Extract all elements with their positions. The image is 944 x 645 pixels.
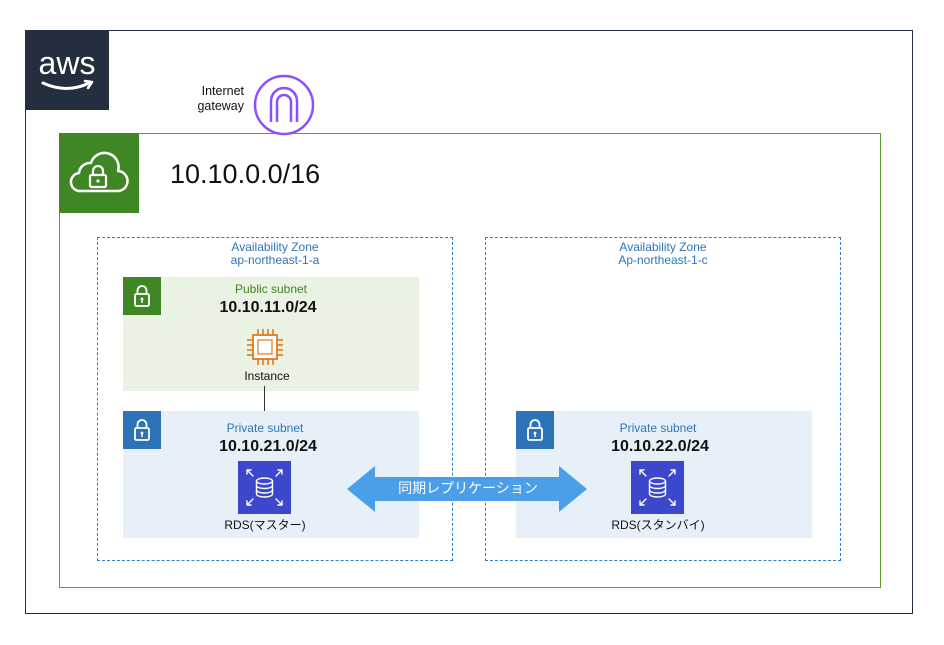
rds-master-label: RDS(マスター) <box>224 518 306 532</box>
private-subnet-a-cidr: 10.10.21.0/24 <box>219 438 317 455</box>
rds-standby-label: RDS(スタンバイ) <box>611 518 705 532</box>
vpc-cidr: 10.10.0.0/16 <box>170 159 321 189</box>
public-subnet <box>123 277 419 391</box>
aws-logo-icon: aws <box>25 30 109 110</box>
vpc-group <box>59 133 881 588</box>
private-subnet-c-lock-icon <box>516 411 554 449</box>
internet-gateway-label: Internet gateway <box>160 84 244 114</box>
availability-zone-c <box>485 237 841 561</box>
instance-rds-connector <box>264 386 265 424</box>
public-subnet-title: Public subnet <box>234 282 308 296</box>
availability-zone-a <box>97 237 453 561</box>
az-a-name: ap-northeast-1-a <box>230 253 320 267</box>
availability-zone-a-label: Availability Zone ap-northeast-1-a <box>97 241 453 267</box>
rds-master-icon[interactable] <box>238 461 291 514</box>
availability-zone-c-label: Availability Zone Ap-northeast-1-c <box>485 241 841 267</box>
instance-label: Instance <box>244 369 290 383</box>
aws-cloud-group <box>25 30 913 614</box>
vpc-cloud-lock-icon <box>59 133 139 213</box>
public-subnet-cidr: 10.10.11.0/24 <box>219 299 317 316</box>
private-subnet-a-lock-icon <box>123 411 161 449</box>
private-subnet-c-title: Private subnet <box>619 421 697 435</box>
aws-logo-text: aws <box>39 45 96 81</box>
internet-gateway-icon[interactable] <box>253 74 315 136</box>
rds-standby-icon[interactable] <box>631 461 684 514</box>
replication-double-arrow <box>347 466 587 512</box>
az-c-title: Availability Zone <box>619 240 707 254</box>
az-a-title: Availability Zone <box>231 240 319 254</box>
private-subnet-a-title: Private subnet <box>226 421 304 435</box>
replication-label: 同期レプリケーション <box>398 480 538 496</box>
az-c-name: Ap-northeast-1-c <box>618 253 708 267</box>
internet-gateway-label-line1: Internet <box>201 84 244 98</box>
public-subnet-lock-icon <box>123 277 161 315</box>
private-subnet-c-cidr: 10.10.22.0/24 <box>611 438 709 455</box>
internet-gateway-label-line2: gateway <box>197 99 244 113</box>
ec2-instance-icon[interactable] <box>245 327 285 367</box>
